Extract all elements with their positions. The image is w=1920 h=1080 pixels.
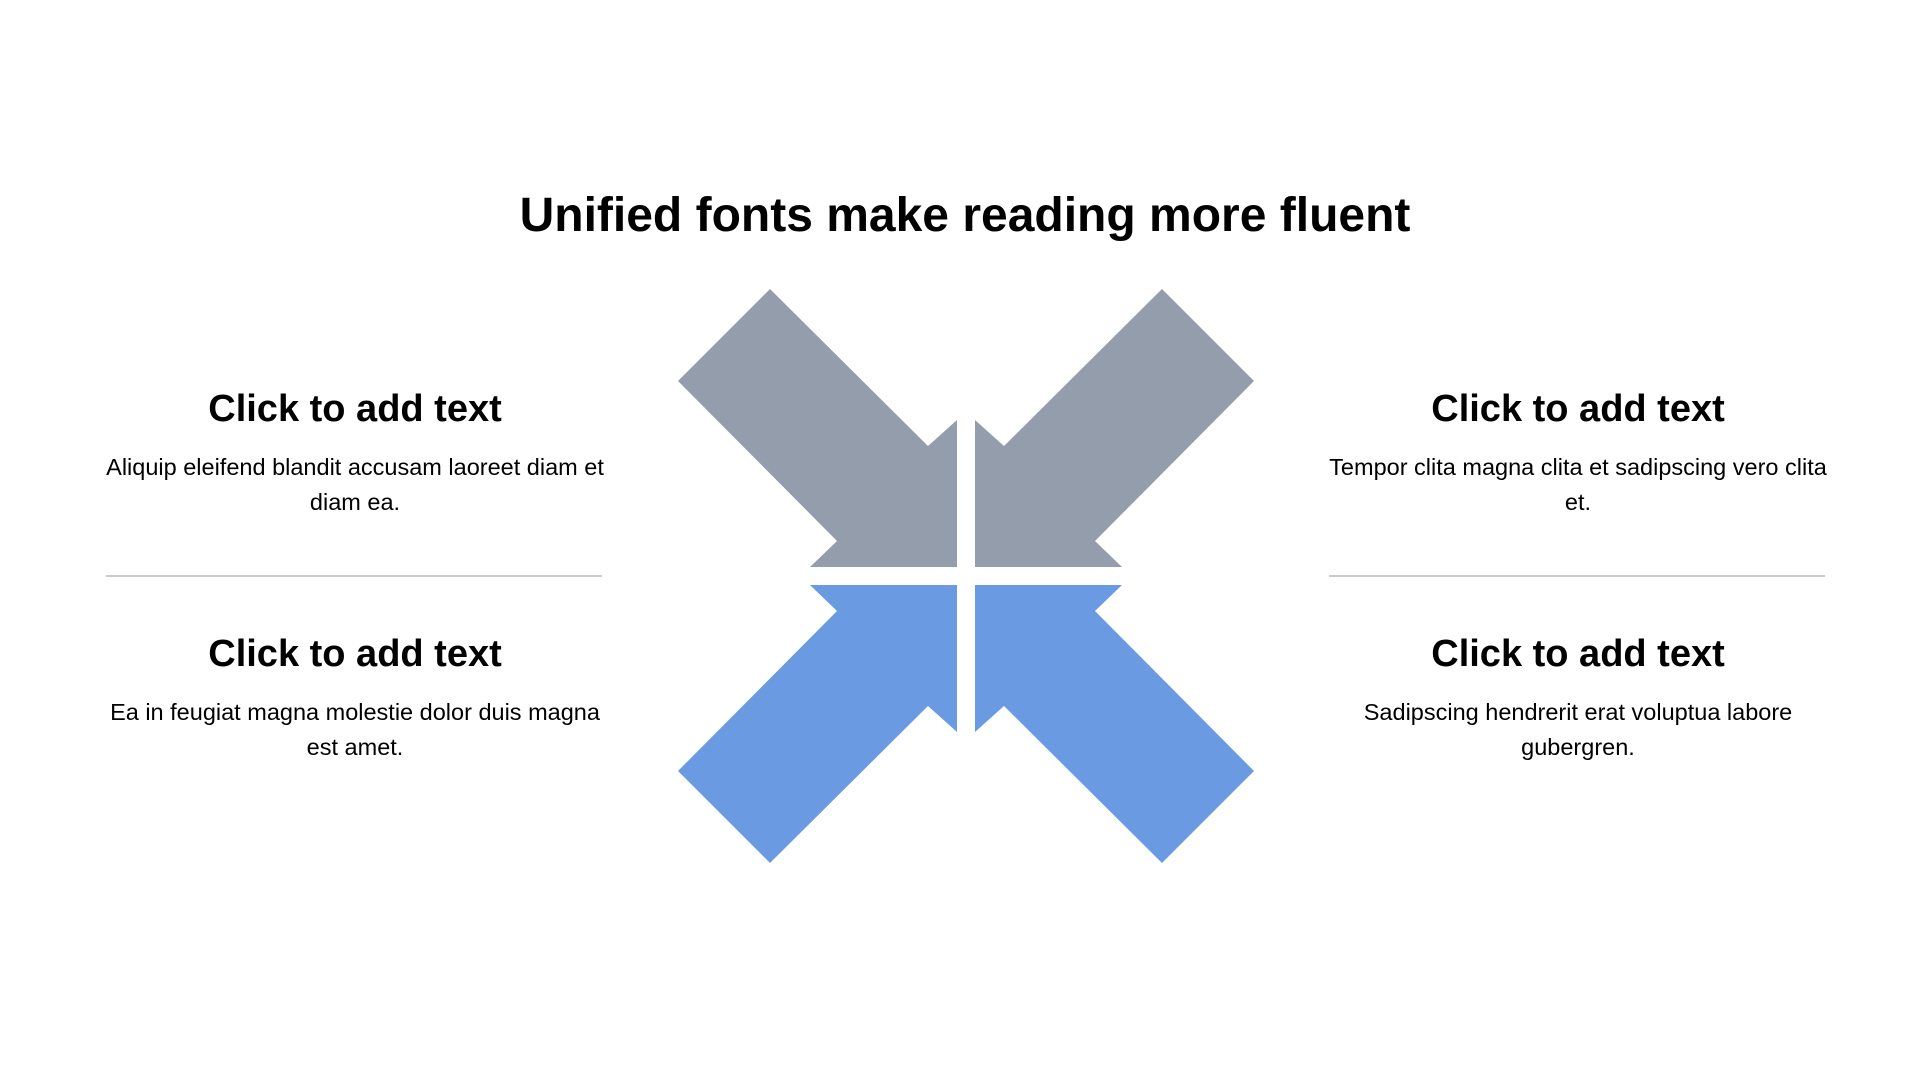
- text-block-bottom-left[interactable]: Click to add text Ea in feugiat magna mo…: [95, 631, 615, 765]
- block-body[interactable]: Sadipscing hendrerit erat voluptua labor…: [1363, 699, 1793, 760]
- divider-right: [1329, 575, 1825, 577]
- text-block-bottom-right[interactable]: Click to add text Sadipscing hendrerit e…: [1318, 631, 1838, 765]
- block-body[interactable]: Tempor clita magna clita et sadipscing v…: [1329, 454, 1827, 515]
- block-heading[interactable]: Click to add text: [208, 388, 502, 430]
- block-heading[interactable]: Click to add text: [208, 633, 502, 675]
- block-body[interactable]: Ea in feugiat magna molestie dolor duis …: [110, 699, 600, 760]
- arrow-bottom-left-icon[interactable]: [678, 585, 957, 863]
- block-heading[interactable]: Click to add text: [1431, 633, 1725, 675]
- arrow-top-left-icon[interactable]: [678, 289, 957, 567]
- text-block-top-left[interactable]: Click to add text Aliquip eleifend bland…: [95, 386, 615, 520]
- divider-left: [106, 575, 602, 577]
- arrow-bottom-right-icon[interactable]: [975, 585, 1254, 863]
- text-block-top-right[interactable]: Click to add text Tempor clita magna cli…: [1318, 386, 1838, 520]
- block-body[interactable]: Aliquip eleifend blandit accusam laoreet…: [106, 454, 604, 515]
- slide-title[interactable]: Unified fonts make reading more fluent: [519, 189, 1411, 242]
- block-heading[interactable]: Click to add text: [1431, 388, 1725, 430]
- arrow-top-right-icon[interactable]: [975, 289, 1254, 567]
